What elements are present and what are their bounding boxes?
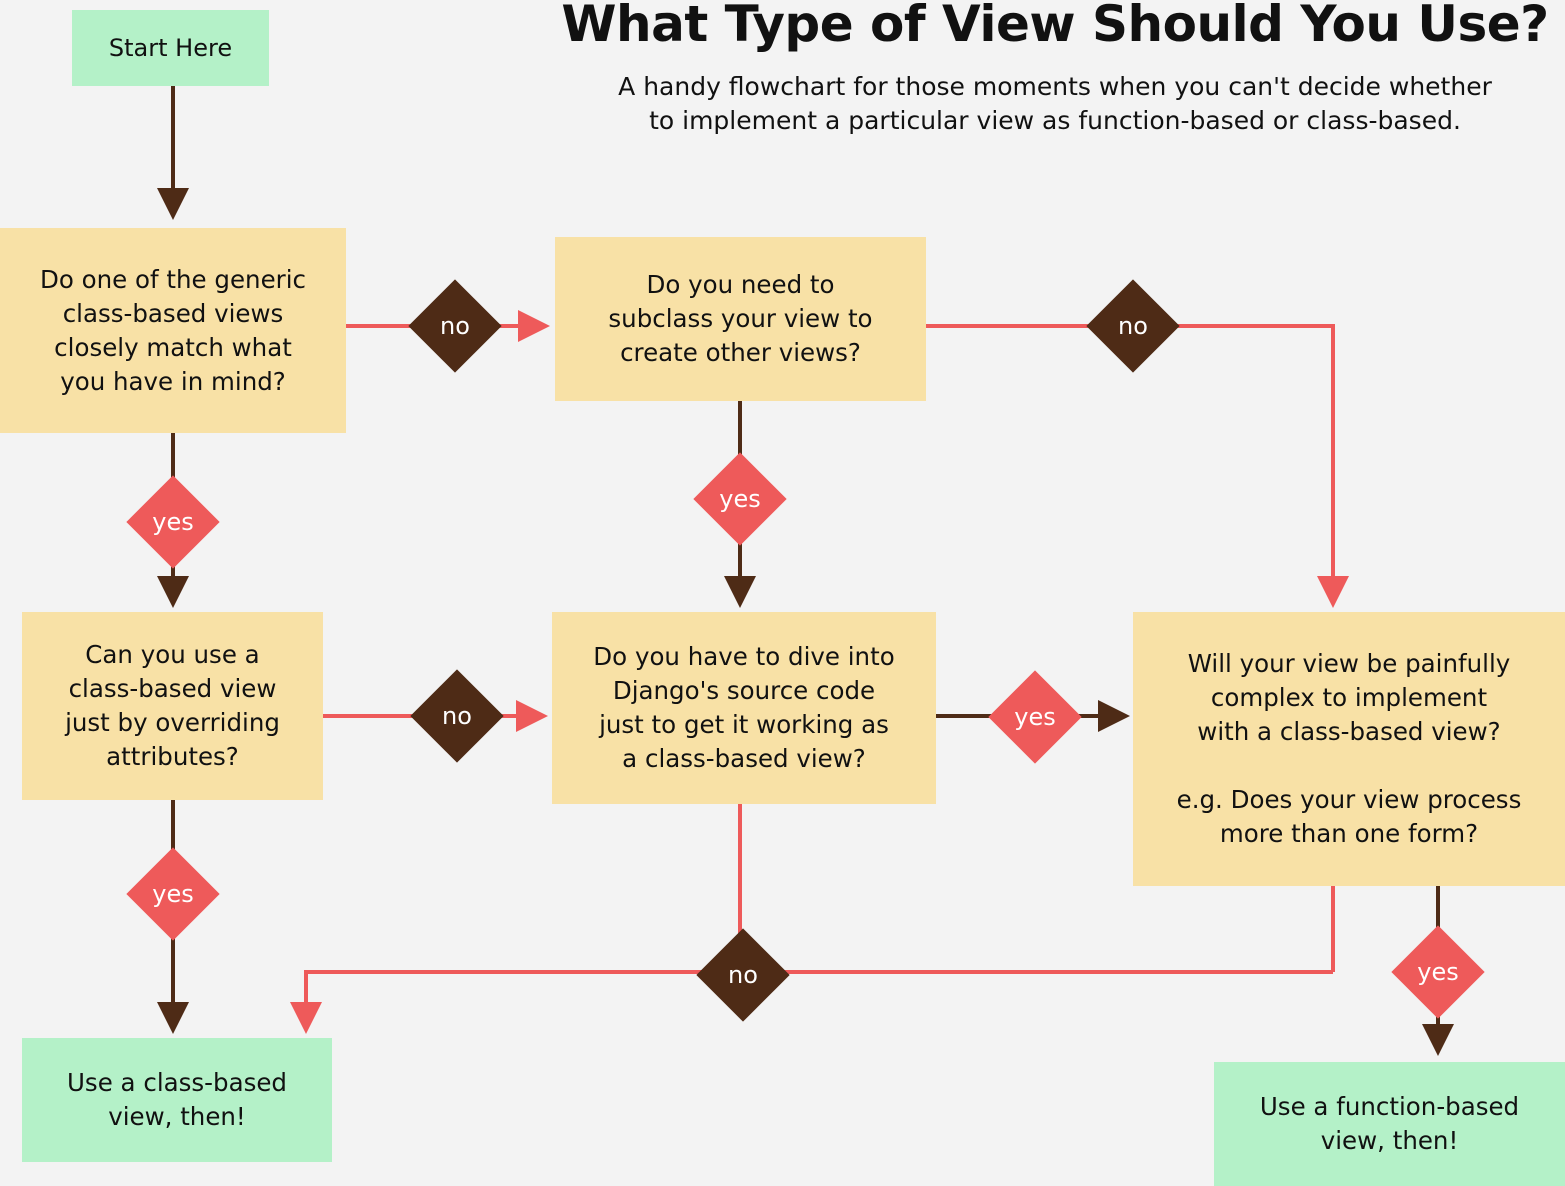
decision-label: yes <box>1417 958 1459 986</box>
page-title: What Type of View Should You Use? <box>561 0 1549 53</box>
arrow-subclass-to-complex <box>926 324 1349 608</box>
decision-label: yes <box>152 508 194 536</box>
question-complex: Will your view be painfully complex to i… <box>1133 612 1565 886</box>
question-override-attributes: Can you use a class-based view just by o… <box>22 612 323 800</box>
result-function-based: Use a function-based view, then! <box>1214 1062 1565 1186</box>
decision-label: yes <box>719 485 761 513</box>
question-subclass: Do you need to subclass your view to cre… <box>555 237 926 401</box>
page-subtitle: A handy flowchart for those moments when… <box>618 72 1492 135</box>
arrow-no-to-class <box>290 970 1333 1034</box>
decision-label: yes <box>1014 703 1056 731</box>
decision-label: no <box>442 702 472 730</box>
result-class-based: Use a class-based view, then! <box>22 1038 332 1162</box>
decision-label: no <box>1118 312 1148 340</box>
decision-label: no <box>728 961 758 989</box>
question-generic-views: Do one of the generic class-based views … <box>0 228 346 433</box>
decision-label: yes <box>152 880 194 908</box>
question-django-source: Do you have to dive into Django's source… <box>552 612 936 804</box>
start-box: Start Here <box>72 10 269 86</box>
decision-label: no <box>440 312 470 340</box>
